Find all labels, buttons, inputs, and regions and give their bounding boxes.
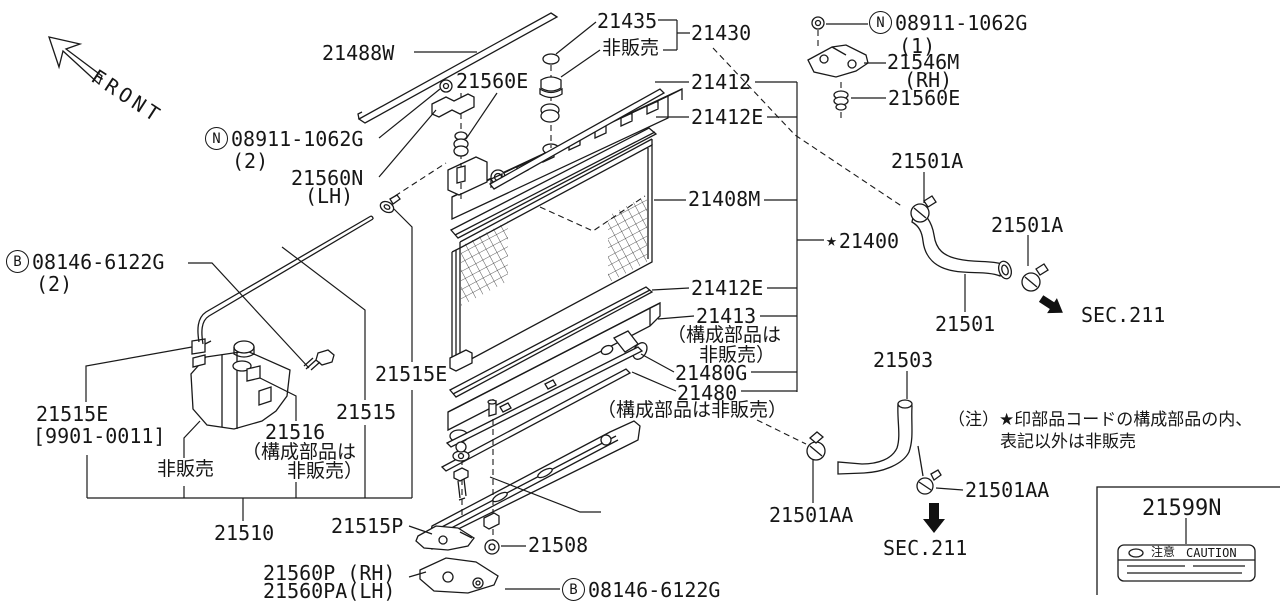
qty-label: (1) bbox=[899, 34, 936, 58]
lower-hose-21503 bbox=[837, 399, 924, 477]
part-label-21501a-upper: 21501A bbox=[891, 149, 964, 173]
part-label-21560e-right: 21560E bbox=[888, 86, 961, 110]
leader-lines bbox=[85, 19, 1187, 590]
part-label-21560n: 21560N bbox=[291, 166, 364, 190]
part-label-21515p: 21515P bbox=[331, 514, 404, 538]
bracket-21560p bbox=[419, 557, 499, 594]
seal-strip-21412e-upper bbox=[449, 127, 658, 239]
seal-strip-21488w bbox=[357, 12, 559, 124]
side-label-lh: (LH) bbox=[305, 184, 354, 208]
star-icon: ★ bbox=[826, 230, 837, 251]
hose-clamp-21501a-1 bbox=[910, 195, 937, 223]
circled-b-icon: B bbox=[6, 250, 29, 273]
section-ref-bottom: SEC.211 bbox=[883, 536, 968, 560]
bracket-21515p bbox=[415, 525, 475, 551]
components-note: （構成部品は非販売） bbox=[597, 399, 788, 421]
seal-strip-21412e-lower bbox=[448, 286, 654, 398]
part-label-21501aa-right: 21501AA bbox=[965, 478, 1050, 502]
pin-bottom bbox=[487, 399, 497, 417]
part-label-21412: 21412 bbox=[691, 70, 752, 94]
grommet-21560e-right bbox=[833, 90, 849, 111]
part-label-21430: 21430 bbox=[691, 21, 752, 45]
clip-21560n bbox=[431, 93, 475, 118]
grommet-21508 bbox=[483, 512, 500, 555]
hose-clamp-21501aa-right bbox=[916, 469, 942, 495]
part-label-21560p-rh: 21560P (RH) bbox=[263, 561, 396, 585]
reservoir-cap-parts bbox=[232, 340, 261, 382]
sec211-arrow-down-icon bbox=[923, 503, 945, 533]
not-sold-label-left: 非販売 bbox=[157, 458, 215, 480]
date-range-label: [9901-0011] bbox=[33, 424, 166, 448]
part-label-21501: 21501 bbox=[935, 312, 996, 336]
part-label-21480g: 21480G bbox=[675, 361, 748, 385]
components-note: （構成部品は bbox=[242, 441, 357, 463]
seal-strip-21480g bbox=[445, 346, 644, 448]
section-ref-right: SEC.211 bbox=[1081, 303, 1166, 327]
part-label-21599n: 21599N bbox=[1142, 496, 1222, 521]
part-label-21503: 21503 bbox=[873, 348, 934, 372]
part-label-21408m: 21408M bbox=[688, 187, 761, 211]
front-arrow-icon bbox=[48, 36, 103, 86]
sec211-arrow-right-icon bbox=[1038, 295, 1063, 314]
washer-bottom bbox=[452, 441, 470, 462]
part-label-21546m: 21546M bbox=[887, 50, 960, 74]
radiator-core bbox=[449, 138, 653, 372]
components-note: 非販売） bbox=[699, 344, 776, 366]
part-label-21480: 21480 bbox=[677, 381, 738, 405]
circled-n-icon: N bbox=[205, 127, 228, 150]
components-note: （構成部品は bbox=[667, 324, 782, 346]
nut-08911-left bbox=[439, 79, 453, 93]
circled-n-icon: N bbox=[869, 11, 892, 34]
qty-label: (2) bbox=[36, 272, 73, 296]
part-label-21510: 21510 bbox=[214, 521, 275, 545]
caution-label-jp: 注意 bbox=[1151, 545, 1176, 559]
side-label-rh: (RH) bbox=[904, 68, 953, 92]
caution-label-en: CAUTION bbox=[1186, 546, 1237, 560]
hose-clamp-21501a-2 bbox=[1021, 263, 1049, 292]
part-label-21501aa-left: 21501AA bbox=[769, 503, 854, 527]
bolt-bottom bbox=[453, 467, 469, 501]
caution-label-box bbox=[1096, 486, 1280, 595]
part-label-21508: 21508 bbox=[528, 533, 589, 557]
part-label-21400: ★21400 bbox=[826, 229, 900, 253]
part-label-21560e-left: 21560E bbox=[456, 69, 529, 93]
upper-hose-21501 bbox=[911, 207, 1012, 280]
reservoir-hose-clamp bbox=[191, 338, 212, 368]
part-label-21413: 21413 bbox=[696, 304, 757, 328]
qty-label: (2) bbox=[232, 149, 269, 173]
mount-bracket-21546m bbox=[807, 44, 869, 78]
bushing-21560e-left bbox=[453, 131, 469, 184]
part-label-21560pa-lh: 21560PA(LH) bbox=[263, 579, 396, 603]
part-label-21515e-left: 21515E bbox=[36, 402, 109, 426]
circled-b-icon: B bbox=[562, 578, 585, 601]
tube-clip-21515e bbox=[379, 194, 401, 214]
air-guide-21480 bbox=[440, 368, 632, 472]
part-label-21435: 21435 bbox=[597, 9, 658, 33]
radiator-cap-parts bbox=[539, 53, 563, 123]
part-label-21515e-right: 21515E bbox=[375, 362, 448, 386]
part-label-21515: 21515 bbox=[336, 400, 397, 424]
reservoir-tank bbox=[190, 350, 291, 430]
nut-08911-right bbox=[811, 16, 825, 30]
footnote-line2: 表記以外は非販売 bbox=[1000, 432, 1136, 452]
part-label-21412e-upper: 21412E bbox=[691, 105, 764, 129]
hose-clamp-21501aa-left bbox=[806, 431, 826, 461]
part-label-21488w: 21488W bbox=[322, 41, 395, 65]
footnote-line1: （注）★印部品コードの構成部品の内、 bbox=[948, 410, 1253, 430]
not-sold-label-top: 非販売 bbox=[602, 37, 660, 59]
overflow-tube-21515 bbox=[197, 215, 374, 345]
part-label-21516: 21516 bbox=[265, 420, 326, 444]
part-label-21501a-lower: 21501A bbox=[991, 213, 1064, 237]
seal-strip-21412 bbox=[489, 88, 666, 190]
part-label-21412e-lower: 21412E bbox=[691, 276, 764, 300]
components-note: 非販売） bbox=[287, 460, 364, 482]
